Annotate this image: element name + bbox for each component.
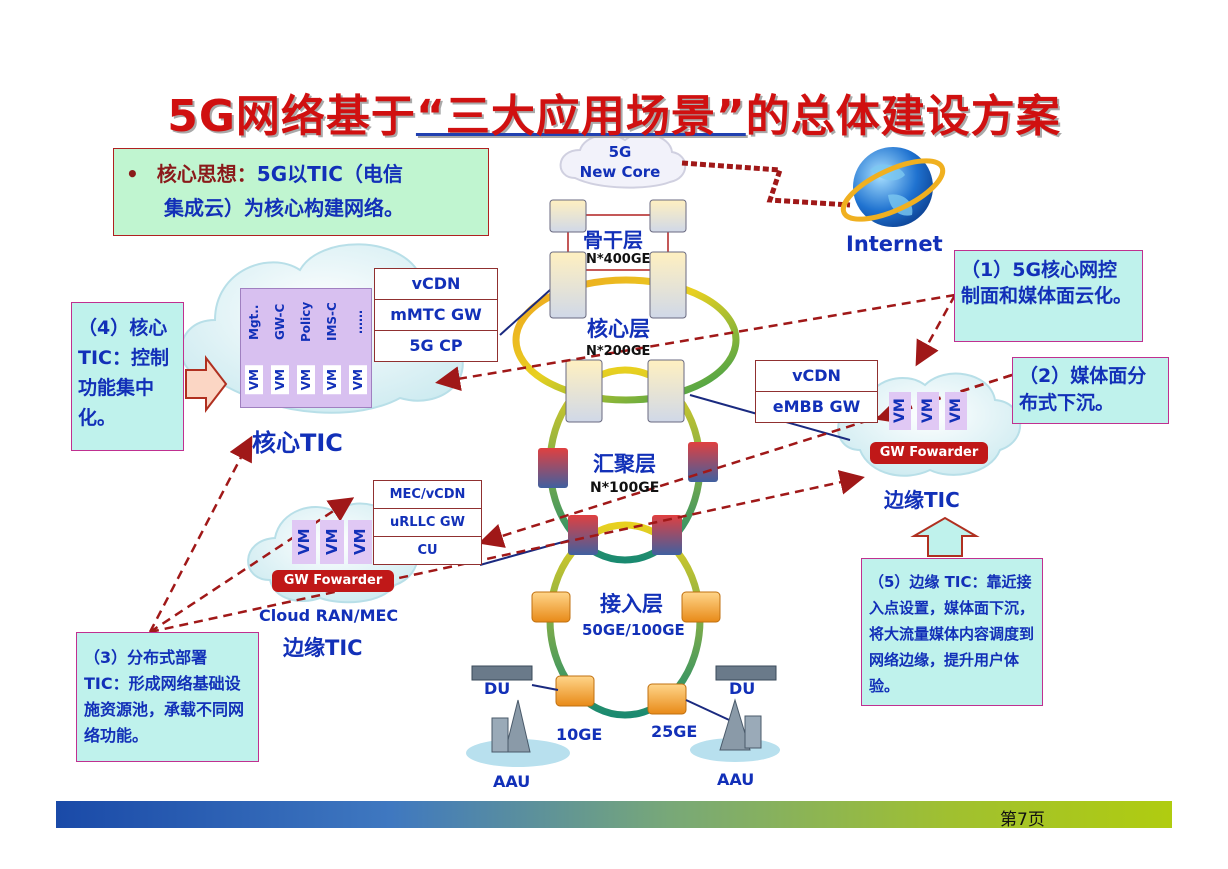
access-layer-label: 接入层: [600, 592, 663, 616]
note-3-text: （3）分布式部署TIC：形成网络基础设施资源池，承载不同网络功能。: [84, 648, 245, 745]
note-1-text: （1）5G核心网控制面和媒体面云化。: [961, 259, 1133, 307]
edge-tic-left-label: 边缘TIC: [283, 636, 363, 660]
vm-block: VM: [945, 392, 967, 430]
note-5: （5）边缘 TIC：靠近接入点设置，媒体面下沉，将大流量媒体内容调度到网络边缘，…: [861, 558, 1043, 706]
aggregation-switches: [538, 442, 718, 555]
bullet: •: [126, 162, 139, 186]
stack-item-mec-vcdn: MEC/vCDN: [374, 481, 481, 509]
aggregation-speed-label: N*100GE: [590, 480, 660, 496]
vm-block: VM: [320, 520, 344, 564]
note-3: （3）分布式部署TIC：形成网络基础设施资源池，承载不同网络功能。: [76, 632, 259, 762]
function-gw-c: GW-C: [273, 303, 287, 341]
aau-left-label: AAU: [493, 772, 531, 791]
stack-item-vcdn: vCDN: [756, 361, 877, 392]
vm-block: VM: [323, 365, 341, 395]
edge-tic-left-sublabel: Cloud RAN/MEC: [259, 606, 399, 625]
core-tic-stack: vCDN mMTC GW 5G CP: [374, 268, 498, 362]
function-ims-c: IMS-C: [325, 302, 339, 342]
function-more: ……: [351, 310, 365, 334]
link-25ge-label: 25GE: [651, 722, 698, 741]
internet-globe-icon: [840, 147, 946, 227]
du-left-label: DU: [484, 679, 511, 698]
vm-block: VM: [245, 365, 263, 395]
note-1: （1）5G核心网控制面和媒体面云化。: [954, 250, 1143, 342]
core-idea-line1: • 核心思想：5G以TIC（电信: [126, 157, 478, 191]
vm-block: VM: [348, 520, 372, 564]
access-routers: [531, 591, 721, 715]
new-core-line1: 5G: [608, 143, 632, 161]
access-speed-label: 50GE/100GE: [582, 621, 685, 639]
core-idea-label: 核心思想：: [156, 162, 257, 186]
vm-block: VM: [271, 365, 289, 395]
core-idea-box: • 核心思想：5G以TIC（电信 集成云）为核心构建网络。: [113, 148, 489, 236]
aau-right-label: AAU: [717, 770, 755, 789]
core-tic-arrow: [185, 355, 228, 413]
stack-item-embb-gw: eMBB GW: [756, 392, 877, 422]
stack-item-cu: CU: [374, 537, 481, 564]
vm-block: VM: [889, 392, 911, 430]
core-idea-text1: 5G以TIC（电信: [256, 162, 403, 186]
stack-item-vcdn: vCDN: [375, 269, 497, 300]
stack-item-5g-cp: 5G CP: [375, 331, 497, 361]
core-ring: [512, 276, 740, 404]
note-4-text: （4）核心TIC：控制功能集中化。: [78, 317, 169, 429]
title-suffix: 的总体建设方案: [745, 91, 1061, 142]
new-core-cloud: [559, 133, 687, 189]
edge-tic-left-vms: VM VM VM: [290, 520, 374, 564]
internet-label: Internet: [846, 232, 943, 256]
backbone-layer-label: 骨干层: [583, 228, 643, 252]
edge-tic-right-label: 边缘TIC: [884, 488, 960, 512]
note-2: （2）媒体面分布式下沉。: [1012, 357, 1169, 424]
footer-bar: [56, 801, 1172, 828]
core-idea-text2: 集成云）为核心构建网络。: [164, 196, 404, 220]
note-4: （4）核心TIC：控制功能集中化。: [71, 302, 184, 451]
note-5-text: （5）边缘 TIC：靠近接入点设置，媒体面下沉，将大流量媒体内容调度到网络边缘，…: [869, 573, 1035, 695]
du-right-label: DU: [729, 679, 756, 698]
core-tic-functions: Mgt.. GW-C Policy IMS-C …… VM VM VM VM V…: [240, 288, 372, 408]
note-2-text: （2）媒体面分布式下沉。: [1019, 365, 1147, 414]
stack-item-urllc-gw: uRLLC GW: [374, 509, 481, 537]
link-10ge-label: 10GE: [556, 725, 603, 744]
title-prefix: 5G网络基于: [167, 91, 416, 142]
aggregation-layer-label: 汇聚层: [593, 452, 656, 476]
title-highlight: “三大应用场景”: [415, 91, 746, 142]
aau-towers: [466, 698, 780, 767]
new-core-line2: New Core: [579, 163, 661, 181]
new-core-label: 5G New Core: [568, 142, 672, 182]
vm-block: VM: [917, 392, 939, 430]
stack-item-mmtc-gw: mMTC GW: [375, 300, 497, 331]
internet-link: [681, 160, 851, 208]
page-number: 第7页: [1000, 810, 1045, 830]
edge-tic-arrow: [910, 516, 980, 557]
edge-tic-left-stack: MEC/vCDN uRLLC GW CU: [373, 480, 482, 565]
function-policy: Policy: [299, 301, 313, 343]
function-mgt: Mgt..: [247, 304, 261, 340]
vm-block: VM: [292, 520, 316, 564]
edge-tic-right-gw-forwarder: GW Fowarder: [870, 442, 988, 464]
edge-tic-left-gw-forwarder: GW Fowarder: [272, 570, 394, 592]
core-speed-label: N*200GE: [586, 344, 651, 359]
backbone-speed-label: N*400GE: [586, 252, 651, 267]
core-tic-label: 核心TIC: [252, 429, 343, 457]
page-title: 5G网络基于“三大应用场景”的总体建设方案: [0, 80, 1228, 144]
edge-tic-right-vms: VM VM VM: [886, 392, 970, 430]
vm-block: VM: [297, 365, 315, 395]
vm-block: VM: [349, 365, 367, 395]
edge-tic-right-stack: vCDN eMBB GW: [755, 360, 878, 423]
core-layer-label: 核心层: [587, 317, 650, 341]
backbone-switches: [549, 199, 687, 423]
